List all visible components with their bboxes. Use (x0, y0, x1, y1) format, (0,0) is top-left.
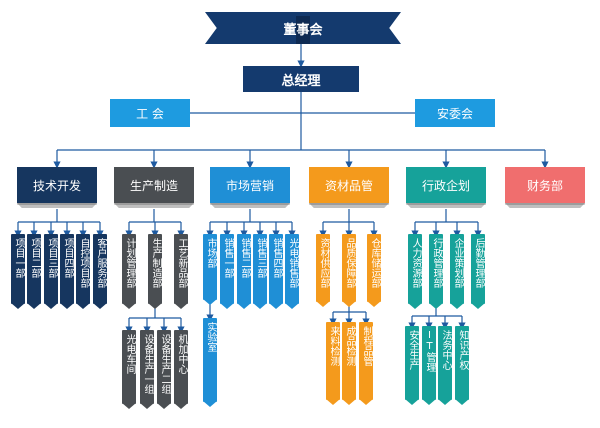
dept-mkt-label: 市场营销 (225, 178, 274, 193)
sub-unit: 生产制造部 (148, 234, 162, 304)
sub-unit: 行政管理部 (429, 234, 443, 304)
board-label: 董事会 (283, 22, 323, 38)
sub-unit: 光电销售部 (285, 234, 299, 304)
sub-unit: 销售二部 (237, 234, 251, 304)
sub-unit: 客户服务部 (93, 234, 107, 304)
dept-fin-label: 财务部 (526, 178, 563, 193)
dept-adm-label: 行政企划 (421, 178, 470, 193)
sub-unit: 销售一部 (220, 234, 234, 304)
board-box: 董事会 (205, 12, 401, 44)
sub-unit: 销售四部 (269, 234, 283, 304)
sub-unit: 项目一部 (11, 234, 25, 304)
sub-unit: 安全生产 (405, 326, 419, 400)
dept-mat: 资材品管 (309, 167, 389, 203)
union-label: 工 会 (136, 106, 164, 121)
sub-unit: 法务中心 (438, 326, 452, 400)
union-box: 工 会 (110, 99, 190, 127)
dept-adm: 行政企划 (406, 167, 486, 203)
dept-fin: 财务部 (505, 167, 585, 203)
sub-unit: 机加中心 (174, 330, 188, 404)
dept-mat-label: 资材品管 (324, 178, 373, 193)
sub-unit: 市场部 (203, 234, 217, 300)
sub-unit: 计划管理部 (122, 234, 136, 304)
sub-unit: 后勤管理部 (471, 234, 485, 304)
dept-mkt: 市场营销 (210, 167, 290, 203)
ceo-label: 总经理 (281, 73, 321, 89)
dept-tech-label: 技术开发 (32, 178, 81, 193)
sub-unit: 品质保障部 (342, 234, 356, 302)
sub-unit: 制程品管 (359, 322, 373, 400)
ceo-box: 总经理 (243, 66, 359, 96)
sub-unit: 设备生产二组 (157, 330, 171, 404)
sub-unit: 销售三部 (253, 234, 267, 304)
sub-unit: 企业策划部 (450, 234, 464, 304)
dept-prod: 生产制造 (114, 167, 194, 203)
sub-unit: 项目四部 (60, 234, 74, 304)
sub-unit: IT管理 (422, 326, 436, 400)
sub-unit: 来料检测 (326, 322, 340, 400)
sub-unit: 项目二部 (27, 234, 41, 304)
sub-unit: 实验室 (203, 318, 217, 402)
sub-unit: 资材供应部 (316, 234, 330, 302)
sub-unit: 仓库储运部 (367, 234, 381, 302)
sub-unit: 知识产权 (455, 326, 469, 400)
dept-tech: 技术开发 (17, 167, 97, 203)
sub-unit: 人力资源部 (408, 234, 422, 304)
dept-prod-label: 生产制造 (129, 178, 178, 193)
safety-committee-box: 安委会 (415, 99, 495, 127)
sub-unit: 成品检测 (342, 322, 356, 400)
sub-unit: 项目三部 (44, 234, 58, 304)
sub-unit: 设备生产一组 (140, 330, 154, 404)
sub-unit: 自控项目部 (76, 234, 90, 304)
sub-unit: 光电车间 (122, 330, 136, 404)
sub-unit: 工艺新品部 (174, 234, 188, 304)
safety-committee-label: 安委会 (436, 106, 473, 121)
